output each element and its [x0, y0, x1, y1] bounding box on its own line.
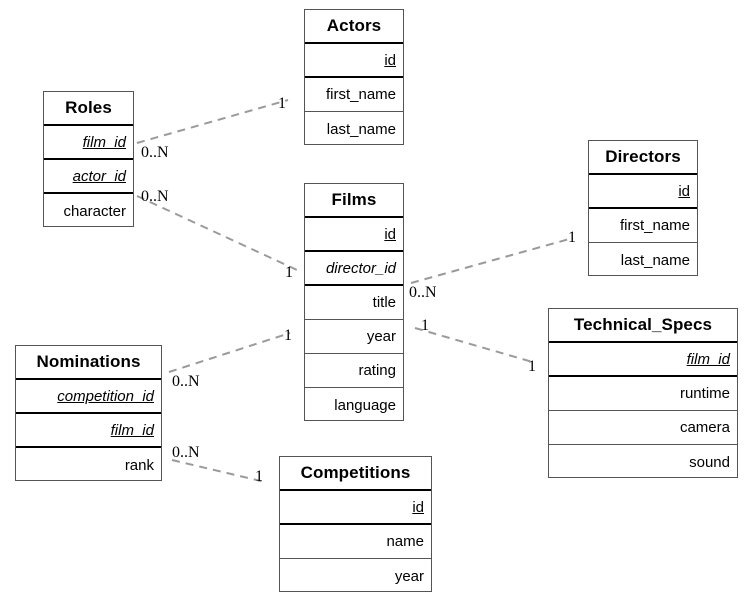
- entity-competitions[interactable]: Competitions id name year: [279, 456, 432, 592]
- cardinality-roles-films-to: 1: [285, 264, 293, 281]
- cardinality-films-technical_specs-to: 1: [528, 358, 536, 375]
- field-films-id[interactable]: id: [305, 218, 403, 252]
- field-label: id: [678, 182, 690, 200]
- relationship-line-films-technical_specs: [414, 327, 537, 364]
- field-label: last_name: [326, 120, 396, 138]
- field-label: year: [394, 567, 424, 585]
- field-label: first_name: [619, 217, 690, 234]
- field-label: id: [384, 225, 396, 243]
- field-directors-id[interactable]: id: [589, 175, 697, 209]
- field-roles-actor_id[interactable]: actor_id: [44, 160, 133, 194]
- field-nominations-rank[interactable]: rank: [16, 448, 161, 482]
- field-films-rating[interactable]: rating: [305, 354, 403, 388]
- relationship-line-nominations-films: [168, 332, 291, 373]
- field-films-title[interactable]: title: [305, 286, 403, 320]
- field-roles-film_id[interactable]: film_id: [44, 126, 133, 160]
- field-label: camera: [679, 419, 730, 436]
- field-actors-last_name[interactable]: last_name: [305, 112, 403, 146]
- field-technical_specs-camera[interactable]: camera: [549, 411, 737, 445]
- cardinality-films-directors-from: 0..N: [409, 284, 437, 301]
- entity-title-roles: Roles: [44, 92, 133, 126]
- cardinality-roles-actors-from: 0..N: [141, 144, 169, 161]
- field-label: id: [412, 498, 424, 516]
- field-label: film_id: [686, 350, 730, 368]
- field-label: runtime: [679, 385, 730, 402]
- cardinality-nominations-competitions-to: 1: [255, 468, 263, 485]
- entity-title-films: Films: [305, 184, 403, 218]
- entity-directors[interactable]: Directors id first_name last_name: [588, 140, 698, 276]
- field-label: title: [372, 294, 396, 311]
- field-label: rank: [124, 456, 154, 474]
- entity-title-actors: Actors: [305, 10, 403, 44]
- entity-title-technical_specs: Technical_Specs: [549, 309, 737, 343]
- field-label: first_name: [325, 86, 396, 103]
- relationship-line-roles-films: [136, 195, 298, 271]
- cardinality-roles-films-from: 0..N: [141, 188, 169, 205]
- field-label: year: [366, 328, 396, 345]
- relationship-line-nominations-competitions: [171, 459, 266, 483]
- field-nominations-film_id[interactable]: film_id: [16, 414, 161, 448]
- field-directors-first_name[interactable]: first_name: [589, 209, 697, 243]
- cardinality-nominations-films-to: 1: [284, 327, 292, 344]
- entity-actors[interactable]: Actors id first_name last_name: [304, 9, 404, 145]
- field-label: id: [384, 51, 396, 69]
- entity-title-competitions: Competitions: [280, 457, 431, 491]
- field-label: competition_id: [57, 387, 154, 405]
- entity-roles[interactable]: Roles film_id actor_id character: [43, 91, 134, 227]
- field-label: character: [63, 202, 126, 220]
- field-actors-first_name[interactable]: first_name: [305, 78, 403, 112]
- cardinality-nominations-films-from: 0..N: [172, 373, 200, 390]
- cardinality-films-directors-to: 1: [568, 229, 576, 246]
- field-label: rating: [358, 362, 396, 379]
- relationship-line-films-directors: [410, 237, 574, 284]
- field-technical_specs-sound[interactable]: sound: [549, 445, 737, 479]
- field-technical_specs-runtime[interactable]: runtime: [549, 377, 737, 411]
- field-competitions-name[interactable]: name: [280, 525, 431, 559]
- cardinality-films-technical_specs-from: 1: [421, 317, 429, 334]
- field-films-director_id[interactable]: director_id: [305, 252, 403, 286]
- field-label: film_id: [82, 133, 126, 151]
- field-actors-id[interactable]: id: [305, 44, 403, 78]
- field-competitions-year[interactable]: year: [280, 559, 431, 593]
- cardinality-nominations-competitions-from: 0..N: [172, 444, 200, 461]
- field-label: actor_id: [72, 167, 126, 185]
- field-technical_specs-film_id[interactable]: film_id: [549, 343, 737, 377]
- cardinality-roles-actors-to: 1: [278, 95, 286, 112]
- entity-title-nominations: Nominations: [16, 346, 161, 380]
- field-films-year[interactable]: year: [305, 320, 403, 354]
- field-label: director_id: [325, 259, 396, 277]
- field-roles-character[interactable]: character: [44, 194, 133, 228]
- field-label: last_name: [620, 251, 690, 269]
- field-directors-last_name[interactable]: last_name: [589, 243, 697, 277]
- field-competitions-id[interactable]: id: [280, 491, 431, 525]
- field-label: language: [334, 396, 396, 414]
- relationship-line-roles-actors: [136, 99, 289, 144]
- field-nominations-competition_id[interactable]: competition_id: [16, 380, 161, 414]
- field-label: name: [386, 533, 424, 550]
- field-label: sound: [689, 453, 730, 471]
- entity-title-directors: Directors: [589, 141, 697, 175]
- field-films-language[interactable]: language: [305, 388, 403, 422]
- field-label: film_id: [110, 421, 154, 439]
